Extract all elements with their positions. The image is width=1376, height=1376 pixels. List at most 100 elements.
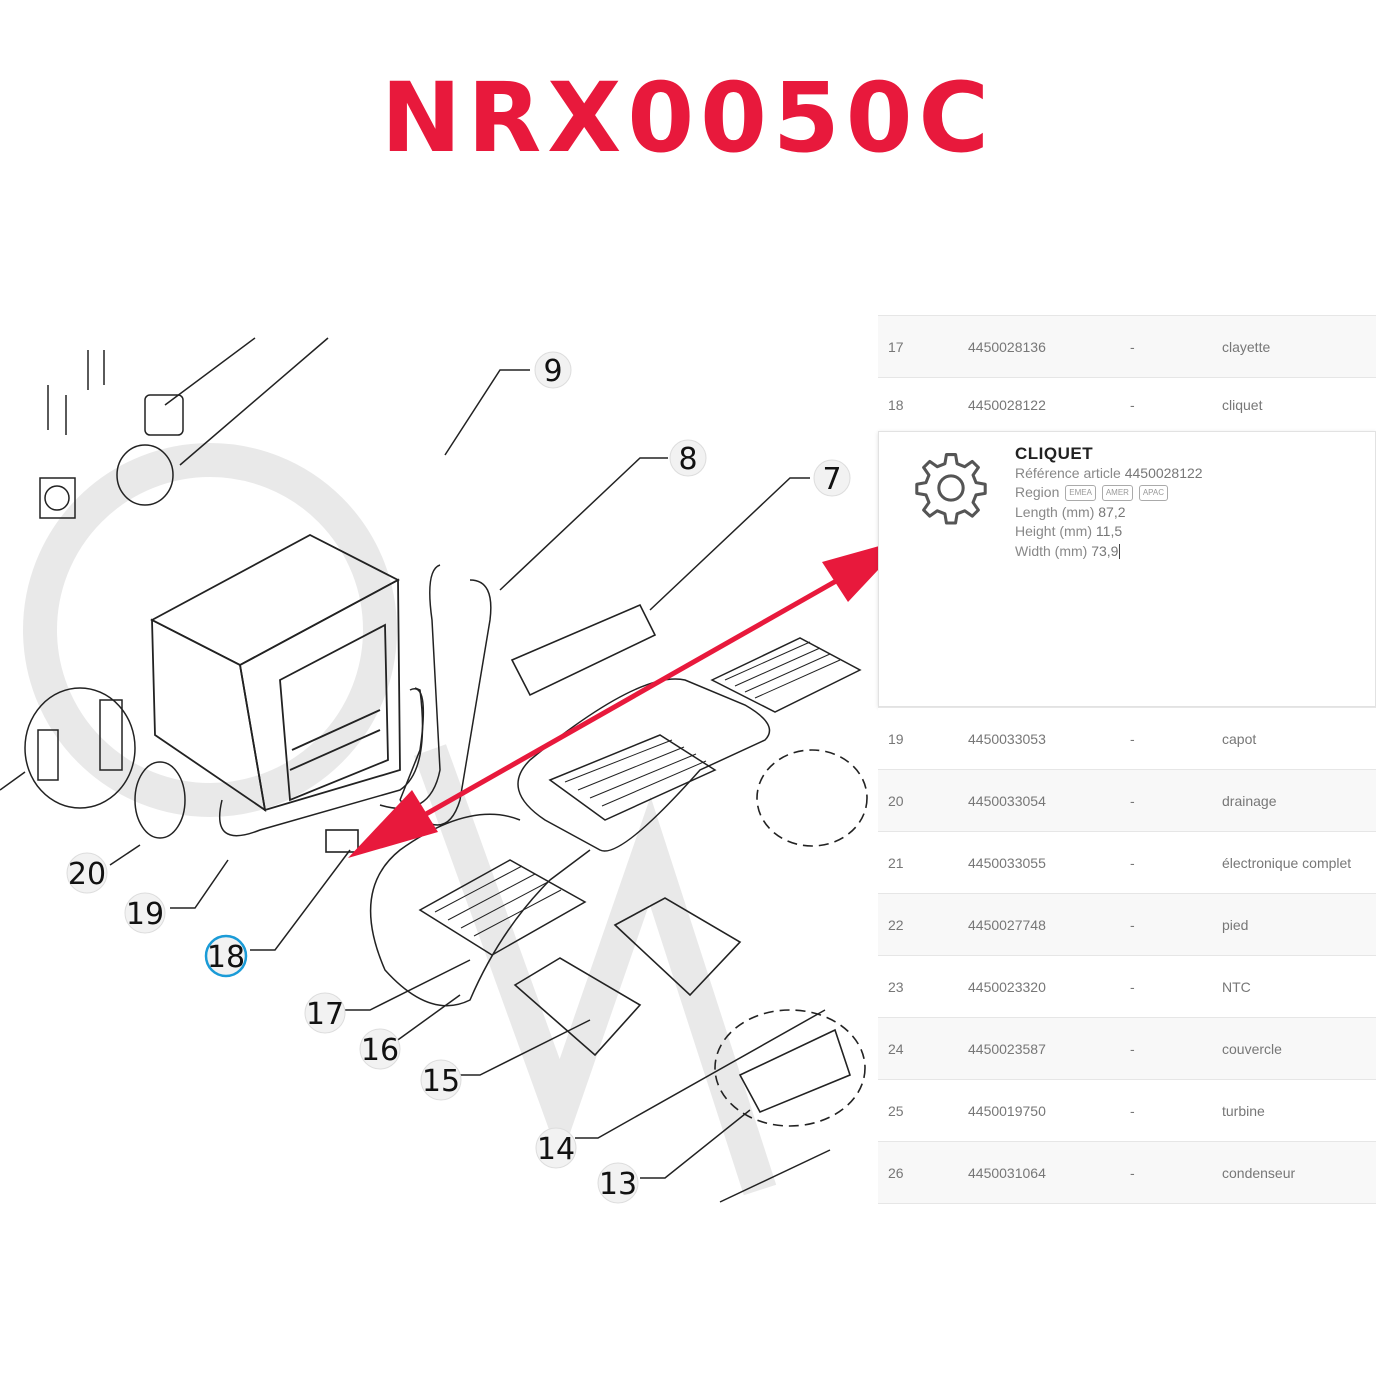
row-dash: - (1130, 1102, 1135, 1119)
row-number: 17 (888, 338, 904, 355)
row-dash: - (1130, 792, 1135, 809)
callout-19[interactable]: 19 (124, 892, 166, 934)
width-value: 73,9 (1091, 542, 1119, 559)
row-number: 18 (888, 396, 904, 413)
part-detail-panel: CLIQUET Référence article 4450028122 Reg… (878, 431, 1376, 707)
row-reference: 4450033055 (968, 854, 1046, 871)
ref-value: 4450028122 (1124, 464, 1203, 481)
callout-8[interactable]: 8 (669, 439, 707, 477)
row-reference: 4450023320 (968, 978, 1046, 995)
row-number: 22 (888, 916, 904, 933)
row-reference: 4450033053 (968, 730, 1046, 747)
part-info: CLIQUET Référence article 4450028122 Reg… (1015, 444, 1203, 561)
row-dash: - (1130, 854, 1135, 871)
row-name: clayette (1222, 338, 1271, 355)
width-label: Width (mm) (1015, 542, 1088, 559)
row-dash: - (1130, 978, 1135, 995)
row-number: 24 (888, 1040, 904, 1057)
row-number: 23 (888, 978, 904, 995)
row-name: cliquet (1222, 396, 1263, 413)
length-value: 87,2 (1098, 503, 1126, 520)
callout-9[interactable]: 9 (534, 351, 572, 389)
row-reference: 4450019750 (968, 1102, 1046, 1119)
row-dash: - (1130, 916, 1135, 933)
svg-text:9: 9 (543, 354, 562, 389)
svg-text:14: 14 (537, 1132, 575, 1167)
region-badge-amer: AMER (1101, 485, 1133, 502)
part-width-line: Width (mm) 73,9 (1015, 542, 1203, 562)
callout-17[interactable]: 17 (304, 992, 346, 1034)
row-dash: - (1130, 396, 1135, 413)
text-caret (1119, 544, 1121, 560)
component-18-cliquet (325, 829, 359, 853)
component-compressor-area (39, 337, 329, 519)
page-title: NRX0050C (381, 62, 995, 174)
row-reference: 4450031064 (968, 1164, 1046, 1181)
part-name: CLIQUET (1015, 444, 1094, 463)
table-row[interactable]: 23 4450023320 - NTC (878, 955, 1376, 1017)
row-name: pied (1222, 916, 1249, 933)
ref-label: Référence article (1015, 464, 1121, 481)
table-row[interactable]: 20 4450033054 - drainage (878, 769, 1376, 831)
region-label: Region (1015, 484, 1060, 500)
svg-text:13: 13 (599, 1167, 637, 1202)
svg-text:19: 19 (126, 897, 164, 932)
svg-text:7: 7 (822, 462, 841, 497)
row-name: NTC (1222, 978, 1251, 995)
component-electronics-detail (0, 687, 186, 839)
svg-text:15: 15 (422, 1064, 460, 1099)
row-reference: 4450033054 (968, 792, 1046, 809)
leader-lines (109, 369, 831, 1203)
watermark (23, 443, 777, 1196)
part-region-line: Region EMEA AMER APAC (1015, 483, 1203, 503)
row-number: 21 (888, 854, 904, 871)
row-name: drainage (1222, 792, 1277, 809)
length-label: Length (mm) (1015, 503, 1095, 520)
row-number: 26 (888, 1164, 904, 1181)
row-number: 25 (888, 1102, 904, 1119)
region-badge-apac: APAC (1138, 485, 1169, 502)
row-reference: 4450023587 (968, 1040, 1046, 1057)
callout-15[interactable]: 15 (420, 1059, 462, 1101)
row-name: condenseur (1222, 1164, 1296, 1181)
table-row[interactable]: 26 4450031064 - condenseur (878, 1141, 1376, 1204)
region-badge-emea: EMEA (1065, 485, 1096, 502)
row-reference: 4450027748 (968, 916, 1046, 933)
row-dash: - (1130, 1040, 1135, 1057)
svg-text:18: 18 (207, 940, 245, 975)
gear-icon (915, 453, 987, 525)
callout-13[interactable]: 13 (597, 1162, 639, 1204)
row-name: capot (1222, 730, 1257, 747)
parts-table: 17 4450028136 - clayette 18 4450028122 -… (878, 315, 1376, 1204)
table-row[interactable]: 17 4450028136 - clayette (878, 315, 1376, 377)
callouts[interactable]: 9 8 7 20 19 18 17 16 15 14 13 (66, 351, 851, 1204)
part-height-line: Height (mm) 11,5 (1015, 522, 1203, 542)
row-dash: - (1130, 1164, 1135, 1181)
row-reference: 4450028122 (968, 396, 1046, 413)
svg-text:17: 17 (306, 997, 344, 1032)
table-row[interactable]: 19 4450033053 - capot (878, 707, 1376, 769)
part-reference-line: Référence article 4450028122 (1015, 464, 1203, 484)
height-label: Height (mm) (1015, 523, 1093, 539)
callout-7[interactable]: 7 (813, 459, 851, 497)
table-row-selected[interactable]: 18 4450028122 - cliquet (878, 377, 1376, 431)
row-number: 20 (888, 792, 904, 809)
height-value: 11,5 (1095, 523, 1123, 539)
callout-14[interactable]: 14 (535, 1127, 577, 1169)
part-length-line: Length (mm) 87,2 (1015, 503, 1203, 523)
svg-text:16: 16 (361, 1033, 399, 1068)
row-dash: - (1130, 338, 1135, 355)
table-row[interactable]: 24 4450023587 - couvercle (878, 1017, 1376, 1079)
callout-20[interactable]: 20 (66, 852, 108, 894)
table-row[interactable]: 22 4450027748 - pied (878, 893, 1376, 955)
svg-text:20: 20 (68, 857, 106, 892)
table-row[interactable]: 21 4450033055 - électronique complet (878, 831, 1376, 893)
table-row[interactable]: 25 4450019750 - turbine (878, 1079, 1376, 1141)
row-number: 19 (888, 730, 904, 747)
callout-16[interactable]: 16 (359, 1028, 401, 1070)
row-name: turbine (1222, 1102, 1265, 1119)
exploded-diagram: 9 8 7 20 19 18 17 16 15 14 13 (0, 337, 868, 1204)
svg-text:8: 8 (678, 442, 697, 477)
row-name: électronique complet (1222, 854, 1352, 871)
callout-18[interactable]: 18 (204, 934, 248, 978)
